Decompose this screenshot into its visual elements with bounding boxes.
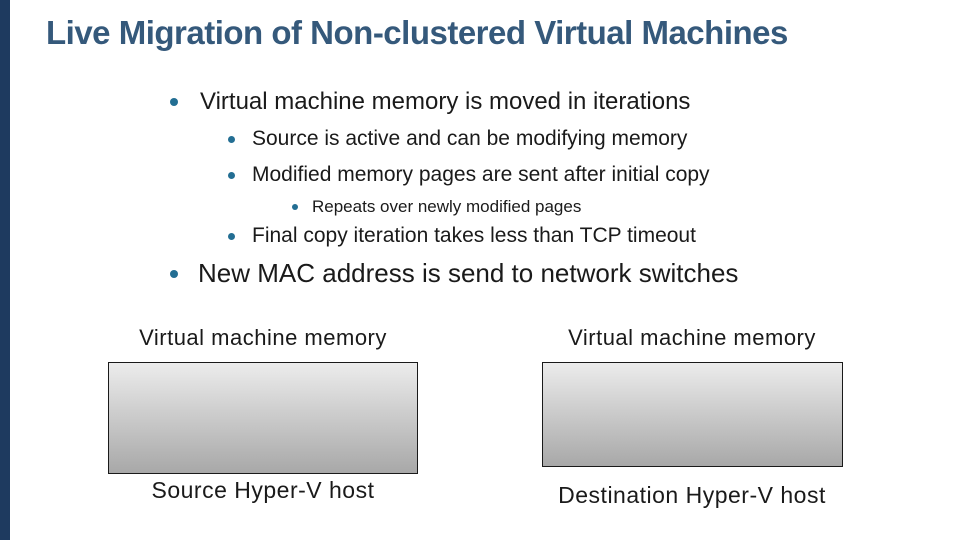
- destination-host-label: Destination Hyper-V host: [558, 482, 826, 508]
- source-memory-box: [108, 362, 418, 474]
- bullet-icon: [292, 204, 298, 210]
- source-memory-label: Virtual machine memory: [139, 325, 387, 350]
- bullet-icon: [228, 171, 235, 179]
- bullet-item: Repeats over newly modified pages: [292, 197, 581, 217]
- bullet-item: Virtual machine memory is moved in itera…: [170, 88, 690, 116]
- bullet-text: Modified memory pages are sent after ini…: [252, 163, 710, 186]
- bullet-text: Source is active and can be modifying me…: [252, 127, 688, 150]
- slide-title: Live Migration of Non-clustered Virtual …: [46, 14, 788, 51]
- slide-accent-bar: [0, 0, 10, 540]
- bullet-icon: [170, 269, 178, 278]
- bullet-item: Modified memory pages are sent after ini…: [228, 163, 710, 187]
- bullet-icon: [170, 98, 178, 106]
- bullet-text: New MAC address is send to network switc…: [198, 258, 739, 288]
- bullet-text: Virtual machine memory is moved in itera…: [200, 88, 691, 115]
- bullet-item: Source is active and can be modifying me…: [228, 127, 687, 151]
- bullet-item: New MAC address is send to network switc…: [170, 258, 738, 289]
- destination-memory-box: [542, 362, 843, 467]
- bullet-icon: [228, 135, 235, 143]
- bullet-item: Final copy iteration takes less than TCP…: [228, 224, 696, 248]
- bullet-text: Final copy iteration takes less than TCP…: [252, 224, 696, 247]
- destination-memory-label: Virtual machine memory: [568, 325, 816, 350]
- bullet-text: Repeats over newly modified pages: [312, 197, 582, 216]
- bullet-icon: [228, 232, 235, 240]
- source-host-label: Source Hyper-V host: [151, 477, 375, 503]
